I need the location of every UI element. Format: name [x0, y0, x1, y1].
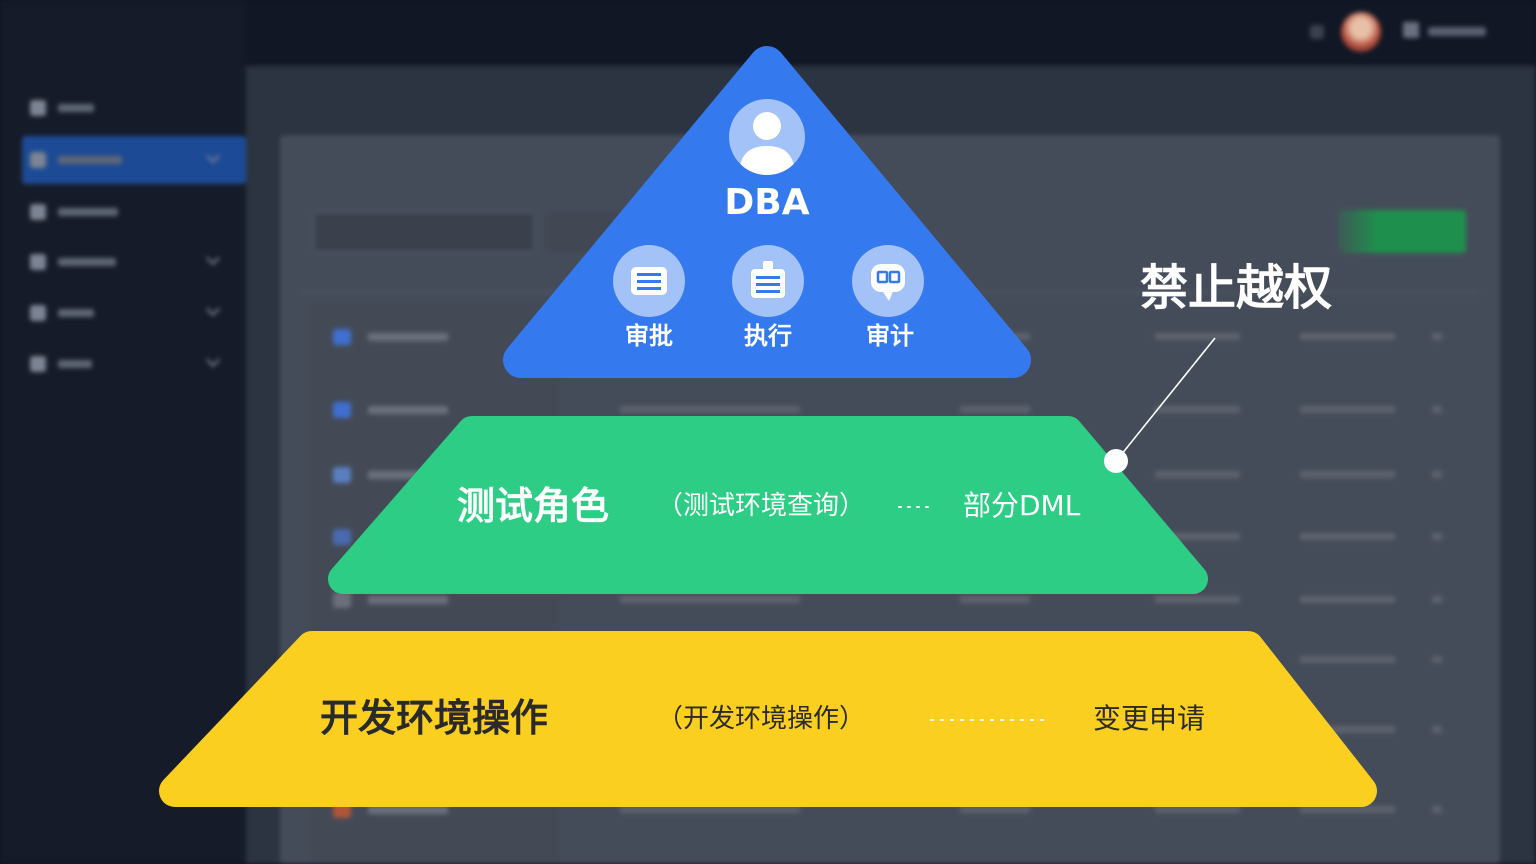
row-cell-blurred — [1300, 333, 1395, 340]
execute-label: 执行 — [744, 322, 792, 350]
sidebar-item — [22, 238, 246, 286]
grid-icon — [1403, 22, 1419, 38]
row-chevron-icon — [1432, 596, 1442, 603]
row-text-blurred — [368, 406, 448, 414]
row-chevron-icon — [1432, 471, 1442, 478]
database-icon — [30, 100, 46, 116]
sidebar-item — [22, 188, 246, 236]
avatar — [1341, 12, 1381, 52]
dev-tier-title: 开发环境操作 — [320, 696, 549, 740]
sidebar-item — [22, 340, 246, 388]
row-cell-blurred — [960, 596, 1030, 603]
row-icon — [333, 467, 351, 483]
sidebar-item-label-blurred — [58, 258, 116, 266]
approval-icon — [613, 245, 685, 317]
row-chevron-icon — [1432, 406, 1442, 413]
row-icon — [333, 529, 351, 545]
callout-text: 禁止越权 — [1140, 260, 1333, 316]
row-chevron-icon — [1432, 656, 1442, 663]
sidebar-item-active — [22, 136, 246, 184]
row-text-blurred — [368, 471, 448, 479]
row-text-blurred — [368, 333, 448, 341]
row-chevron-icon — [1432, 533, 1442, 540]
test-role-tier-shape — [328, 416, 1208, 594]
row-cell-blurred — [1300, 533, 1395, 540]
row-cell-blurred — [1155, 533, 1240, 540]
row-cell-blurred — [1155, 471, 1240, 478]
row-cell-blurred — [1155, 806, 1240, 813]
row-cell-blurred — [1300, 406, 1395, 413]
server-icon — [30, 356, 46, 372]
row-cell-blurred — [1300, 726, 1395, 733]
row-cell-blurred — [1155, 406, 1240, 413]
sidebar-item-label-blurred — [58, 360, 92, 368]
test-role-permission: 部分DML — [963, 489, 1081, 522]
sidebar-item — [22, 84, 246, 132]
row-cell-blurred — [1300, 596, 1395, 603]
row-cell-blurred — [960, 806, 1030, 813]
row-text-blurred — [368, 806, 448, 814]
dev-tier-scope: （开发环境操作） — [657, 704, 866, 734]
callout-line — [1120, 337, 1216, 456]
user-icon — [729, 99, 805, 175]
row-icon — [333, 329, 351, 345]
row-cell-blurred — [620, 806, 800, 813]
sidebar — [0, 0, 246, 864]
row-cell-blurred — [1300, 471, 1395, 478]
row-cell-blurred — [1155, 333, 1240, 340]
row-text-blurred — [368, 596, 448, 604]
row-chevron-icon — [1432, 726, 1442, 733]
bell-icon — [1310, 25, 1324, 39]
row-chevron-icon — [1432, 806, 1442, 813]
row-chevron-icon — [1432, 333, 1442, 340]
dba-title: DBA — [724, 182, 810, 223]
document-icon — [30, 204, 46, 220]
test-role-title: 测试角色 — [457, 484, 610, 528]
search-input — [313, 212, 535, 252]
row-cell-blurred — [960, 406, 1030, 413]
row-cell-blurred — [1300, 806, 1395, 813]
sidebar-item-label-blurred — [58, 208, 118, 216]
approval-label: 审批 — [625, 322, 673, 350]
sidebar-item-label-blurred — [58, 156, 122, 164]
audit-icon — [852, 245, 924, 317]
clipboard-icon — [30, 305, 46, 321]
list-icon — [30, 152, 46, 168]
row-cell-blurred — [620, 596, 800, 603]
row-cell-blurred — [1300, 656, 1395, 663]
row-icon — [333, 592, 351, 608]
audit-label: 审计 — [866, 322, 914, 350]
table-icon — [30, 254, 46, 270]
row-cell-blurred — [620, 406, 800, 413]
callout-dot — [1104, 449, 1128, 473]
sidebar-item — [22, 289, 246, 337]
test-role-scope: （测试环境查询） — [657, 491, 866, 521]
sidebar-item-label-blurred — [58, 104, 94, 112]
primary-button — [1338, 210, 1466, 253]
sidebar-item-label-blurred — [58, 309, 94, 317]
dev-tier-permission: 变更申请 — [1093, 702, 1206, 735]
dev-tier-shape — [159, 631, 1377, 807]
row-cell-blurred — [1155, 596, 1240, 603]
execute-icon — [732, 245, 804, 317]
row-icon — [333, 402, 351, 418]
user-name-blurred — [1428, 27, 1486, 36]
